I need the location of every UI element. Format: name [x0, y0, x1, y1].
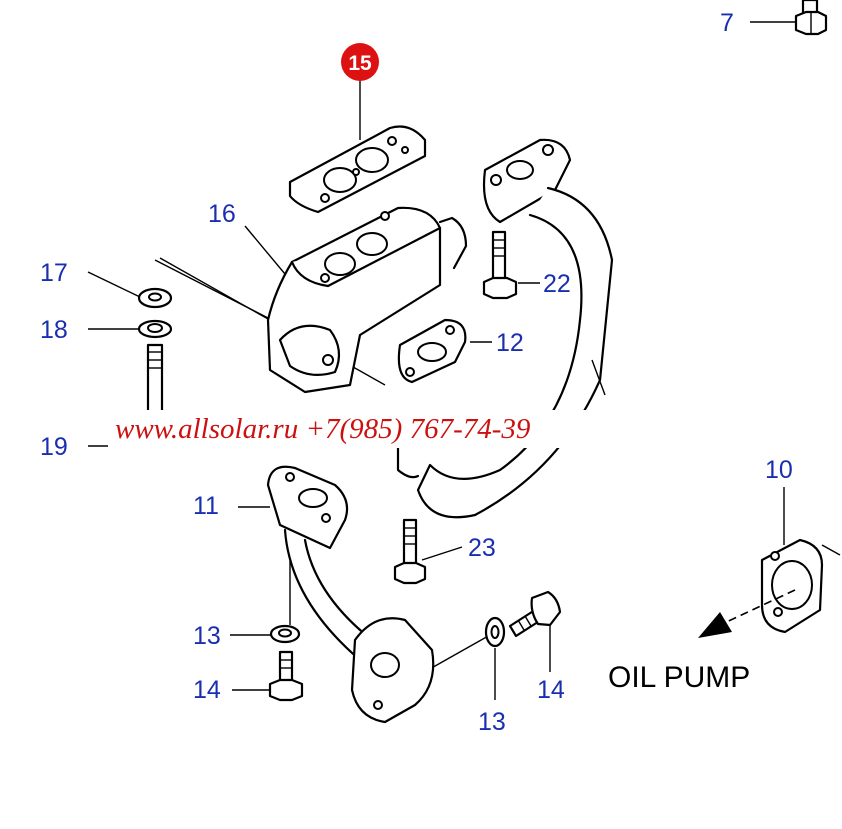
callout-22: 22: [543, 270, 571, 298]
callout-13-left: 13: [193, 622, 221, 650]
callout-11: 11: [193, 492, 219, 520]
callout-18: 18: [40, 316, 68, 344]
callout-17: 17: [40, 259, 68, 287]
washer-13-left: [269, 624, 301, 644]
watermark: www.allsolar.ru +7(985) 767-74-39: [110, 410, 655, 448]
gasket-10: [760, 538, 841, 634]
washer-17: [137, 287, 173, 309]
bolt-7: [794, 0, 828, 36]
callout-15-badge: [341, 43, 379, 81]
bolt-23: [393, 518, 427, 585]
manifold-block-16: [266, 206, 468, 394]
oil-pump-arrow: [698, 589, 796, 638]
callout-7: 7: [720, 9, 734, 37]
oil-tube-11: [266, 465, 435, 724]
callout-23: 23: [468, 534, 496, 562]
callout-14-right: 14: [537, 676, 565, 704]
washer-13-right: [484, 616, 506, 648]
callout-labels: 7 15 16 17 18 19 22 12 10 11 23 13 14 13…: [40, 9, 793, 736]
watermark-text: www.allsolar.ru +7(985) 767-74-39: [115, 413, 531, 445]
bolt-14-left: [268, 650, 304, 702]
gasket-15: [288, 125, 427, 214]
bolt-14-right: [508, 590, 562, 638]
callout-19: 19: [40, 433, 68, 461]
bolt-22: [482, 230, 518, 300]
callout-16: 16: [208, 200, 236, 228]
callout-12: 12: [496, 329, 524, 357]
stud-19: [146, 343, 164, 417]
callout-14-left: 14: [193, 676, 221, 704]
callout-15: 15: [348, 52, 372, 75]
gasket-12: [397, 318, 467, 384]
callout-10: 10: [765, 456, 793, 484]
callout-13-right: 13: [478, 708, 506, 736]
washer-18: [137, 319, 173, 339]
oil-pump-label: OIL PUMP: [608, 661, 750, 694]
